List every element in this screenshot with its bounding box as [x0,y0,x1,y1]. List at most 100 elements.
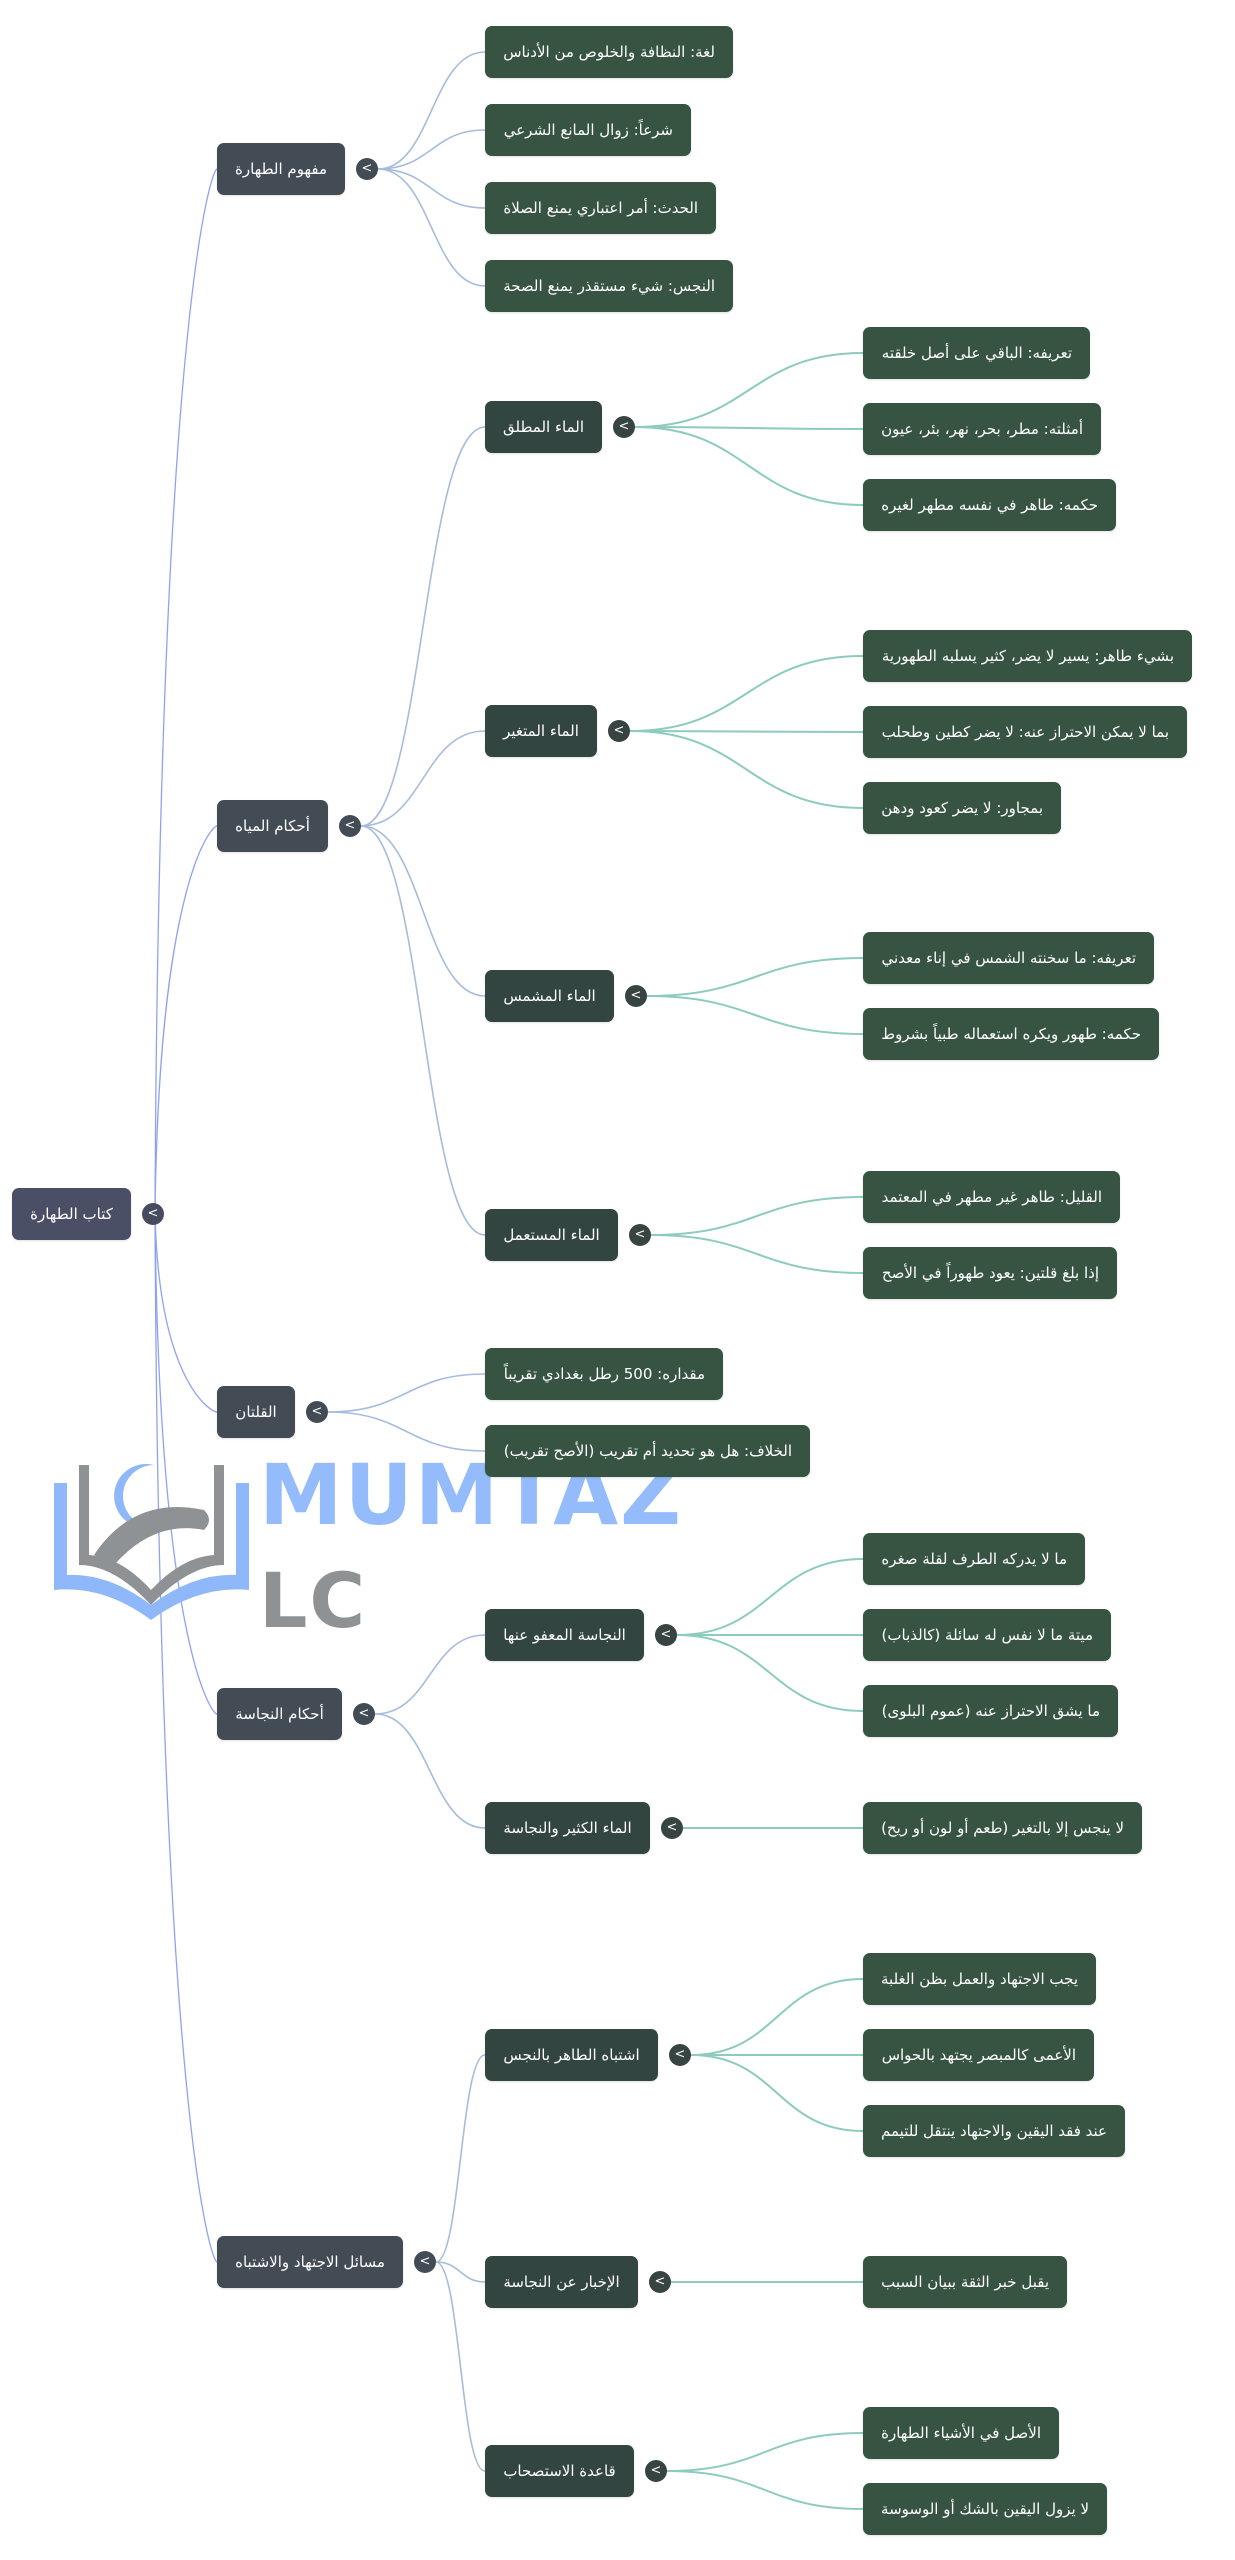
sub-branch-node[interactable]: الماء المتغير [485,705,597,757]
leaf-node[interactable]: تعريفه: الباقي على أصل خلقته [863,327,1090,379]
leaf-edge [629,730,864,733]
leaf-node-label: الخلاف: هل هو تحديد أم تقريب (الأصح تقري… [503,1442,792,1460]
sub-branch-node-label: قاعدة الاستصحاب [503,2462,616,2480]
leaf-node[interactable]: لا ينجس إلا بالتغير (طعم أو لون أو ريح) [863,1802,1142,1854]
sub-branch-collapse-toggle[interactable]: < [613,416,635,438]
leaf-edge [666,2470,864,2510]
root-edge [154,1213,218,2263]
branch-edge [374,1713,486,1829]
sub-branch-collapse-toggle[interactable]: < [669,2044,691,2066]
root-collapse-toggle[interactable]: < [142,1203,164,1225]
sub-branch-collapse-toggle[interactable]: < [649,2271,671,2293]
leaf-node-label: لا يزول اليقين بالشك أو الوسوسة [881,2500,1089,2518]
sub-branch-node[interactable]: الماء المستعمل [485,1209,618,1261]
leaf-edge [690,2054,864,2132]
leaf-node-label: الأعمى كالمبصر يجتهد بالحواس [881,2046,1076,2064]
sub-branch-node-label: اشتباه الطاهر بالنجس [503,2046,640,2064]
leaf-node[interactable]: حكمه: طهور ويكره استعماله طبياً بشروط [863,1008,1159,1060]
leaf-node[interactable]: القليل: طاهر غير مطهر في المعتمد [863,1171,1120,1223]
branch-collapse-toggle[interactable]: < [414,2251,436,2273]
leaf-node-label: يقبل خبر الثقة ببيان السبب [881,2273,1049,2291]
branch-edge [360,730,486,827]
sub-branch-node[interactable]: الإخبار عن النجاسة [485,2256,638,2308]
leaf-edge [634,426,864,430]
sub-branch-node[interactable]: الماء المشمس [485,970,614,1022]
leaf-node[interactable]: ما لا يدركه الطرف لقلة صغره [863,1533,1085,1585]
leaf-node-label: ميتة ما لا نفس له سائلة (كالذباب) [881,1626,1093,1644]
leaf-node[interactable]: حكمه: طاهر في نفسه مطهر لغيره [863,479,1116,531]
sub-branch-node[interactable]: الماء المطلق [485,401,602,453]
leaf-node-label: يجب الاجتهاد والعمل بظن الغلبة [881,1970,1078,1988]
leaf-node[interactable]: لا يزول اليقين بالشك أو الوسوسة [863,2483,1107,2535]
leaf-node-label: بمجاور: لا يضر كعود ودهن [881,799,1043,817]
branch-collapse-toggle[interactable]: < [306,1401,328,1423]
leaf-node[interactable]: بشيء طاهر: يسير لا يضر، كثير يسلبه الطهو… [863,630,1192,682]
leaf-node[interactable]: الحدث: أمر اعتباري يمنع الصلاة [485,182,716,234]
root-edge [154,825,218,1215]
leaf-edge [666,2432,864,2472]
root-edge [154,1213,218,1413]
sub-branch-node[interactable]: اشتباه الطاهر بالنجس [485,2029,658,2081]
branch-node-label: أحكام النجاسة [235,1705,324,1723]
leaf-node-label: شرعاً: زوال المانع الشرعي [503,121,673,139]
branch-node-label: القلتان [235,1403,277,1421]
leaf-node[interactable]: يجب الاجتهاد والعمل بظن الغلبة [863,1953,1096,2005]
leaf-node[interactable]: عند فقد اليقين والاجتهاد ينتقل للتيمم [863,2105,1125,2157]
leaf-edge [629,730,864,809]
leaf-node[interactable]: الأصل في الأشياء الطهارة [863,2407,1059,2459]
leaf-node[interactable]: شرعاً: زوال المانع الشرعي [485,104,691,156]
leaf-node[interactable]: أمثلته: مطر، بحر، نهر، بئر، عيون [863,403,1101,455]
sub-branch-collapse-toggle[interactable]: < [608,720,630,742]
branch-edge [435,2261,486,2472]
sub-branch-node[interactable]: النجاسة المعفو عنها [485,1609,644,1661]
sub-branch-node-label: الماء المطلق [503,418,584,436]
leaf-node[interactable]: الأعمى كالمبصر يجتهد بالحواس [863,2029,1094,2081]
leaf-node-label: تعريفه: الباقي على أصل خلقته [881,344,1072,362]
sub-branch-collapse-toggle[interactable]: < [655,1624,677,1646]
leaf-node[interactable]: تعريفه: ما سخنته الشمس في إناء معدني [863,932,1154,984]
leaf-node[interactable]: بما لا يمكن الاحتراز عنه: لا يضر كطين وط… [863,706,1187,758]
branch-collapse-toggle[interactable]: < [356,158,378,180]
leaf-node[interactable]: مقداره: 500 رطل بغدادي تقريباً [485,1348,723,1400]
leaf-node-label: ما لا يدركه الطرف لقلة صغره [881,1550,1067,1568]
sub-branch-collapse-toggle[interactable]: < [625,985,647,1007]
leaf-node[interactable]: لغة: النظافة والخلوص من الأدناس [485,26,733,78]
branch-collapse-toggle[interactable]: < [353,1703,375,1725]
sub-branch-collapse-toggle[interactable]: < [661,1817,683,1839]
sub-branch-node-label: الإخبار عن النجاسة [503,2273,620,2291]
branch-node-label: أحكام المياه [235,817,310,835]
branch-edge [360,426,486,827]
leaf-node[interactable]: يقبل خبر الثقة ببيان السبب [863,2256,1067,2308]
leaf-node-label: مقداره: 500 رطل بغدادي تقريباً [503,1365,705,1383]
leaf-edge [629,655,864,732]
branch-collapse-toggle[interactable]: < [339,815,361,837]
leaf-node[interactable]: ما يشق الاحتراز عنه (عموم البلوى) [863,1685,1118,1737]
branch-edge [435,2054,486,2263]
leaf-node[interactable]: إذا بلغ قلتين: يعود طهوراً في الأصح [863,1247,1117,1299]
root-edge [154,168,218,1215]
branch-edge [435,2261,486,2283]
branch-node[interactable]: أحكام النجاسة [217,1688,342,1740]
sub-branch-collapse-toggle[interactable]: < [645,2460,667,2482]
leaf-node[interactable]: النجس: شيء مستقذر يمنع الصحة [485,260,733,312]
leaf-node[interactable]: الخلاف: هل هو تحديد أم تقريب (الأصح تقري… [485,1425,810,1477]
leaf-node[interactable]: بمجاور: لا يضر كعود ودهن [863,782,1061,834]
branch-edge [327,1411,486,1452]
root-node[interactable]: كتاب الطهارة [12,1188,131,1240]
branch-edge [374,1634,486,1715]
leaf-node-label: حكمه: طهور ويكره استعماله طبياً بشروط [881,1025,1141,1043]
leaf-node-label: النجس: شيء مستقذر يمنع الصحة [503,277,715,295]
leaf-node[interactable]: ميتة ما لا نفس له سائلة (كالذباب) [863,1609,1111,1661]
leaf-node-label: الحدث: أمر اعتباري يمنع الصلاة [503,199,698,217]
sub-branch-collapse-toggle[interactable]: < [629,1224,651,1246]
sub-branch-node[interactable]: قاعدة الاستصحاب [485,2445,634,2497]
leaf-node-label: الأصل في الأشياء الطهارة [881,2424,1041,2442]
sub-branch-node[interactable]: الماء الكثير والنجاسة [485,1802,650,1854]
branch-node[interactable]: مفهوم الطهارة [217,143,345,195]
branch-edge [377,168,486,287]
branch-node[interactable]: أحكام المياه [217,800,328,852]
leaf-edge [650,1196,864,1236]
branch-node[interactable]: مسائل الاجتهاد والاشتباه [217,2236,403,2288]
branch-node[interactable]: القلتان [217,1386,295,1438]
